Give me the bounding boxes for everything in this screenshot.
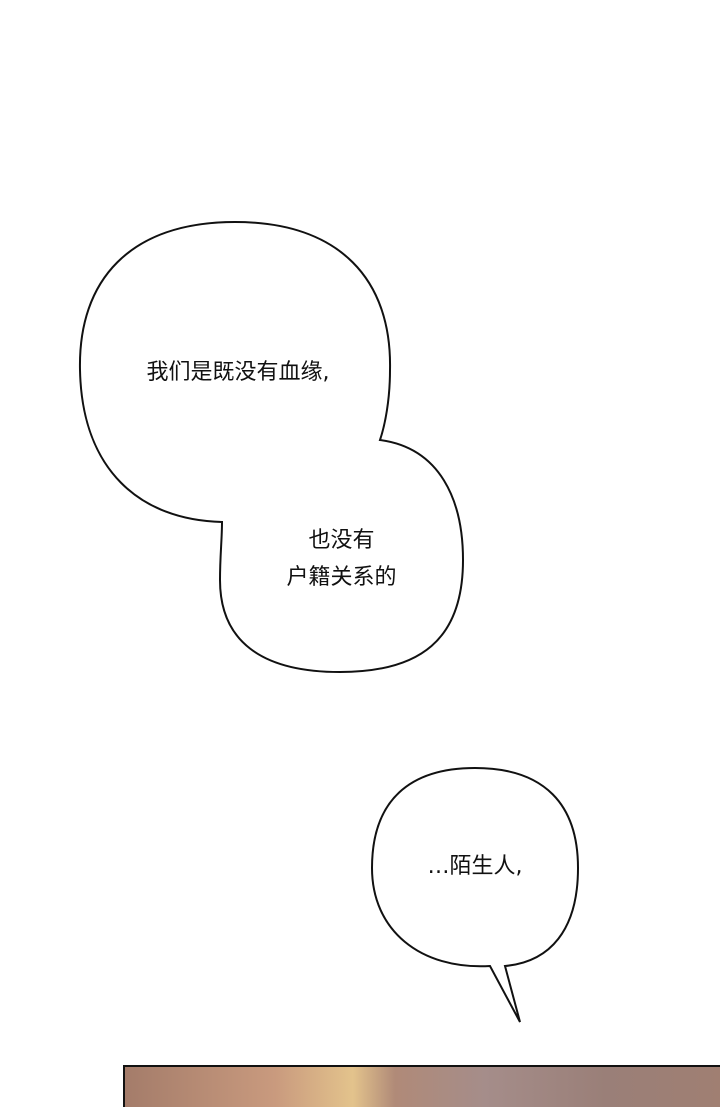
dialogue-line: …陌生人, [427,854,523,879]
speech-bubble-tail [370,766,580,1023]
bubble-3-text: …陌生人, [372,848,578,885]
comic-panel-artwork [123,1065,720,1107]
bubble-2-text: 也没有 户籍关系的 [220,522,463,596]
speech-bubble-double [78,220,465,674]
dialogue-line: 也没有 [308,528,375,553]
dialogue-line: 我们是既没有血缘, [146,360,330,385]
dialogue-line: 户籍关系的 [286,565,397,590]
bubble-1-text: 我们是既没有血缘, [80,354,396,391]
